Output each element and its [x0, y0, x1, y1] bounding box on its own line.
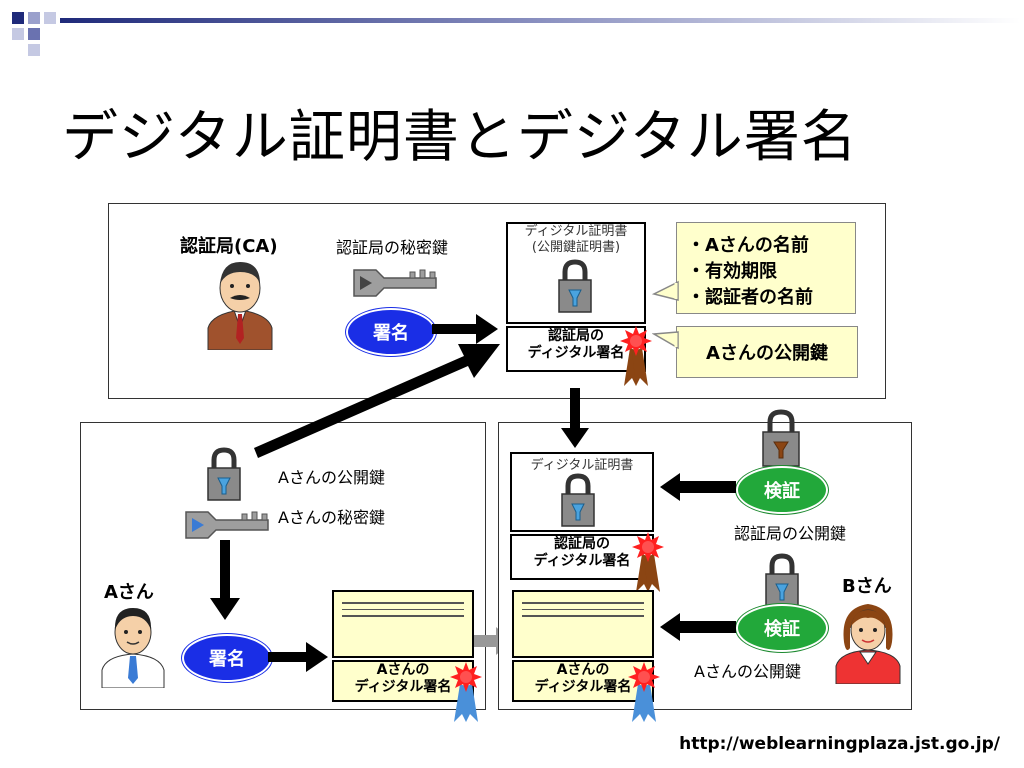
seal-icon: [628, 662, 660, 722]
a-digital-signature: Aさんの ディジタル署名: [332, 660, 474, 702]
arrow-left-icon: [660, 473, 736, 501]
a-document: [332, 590, 474, 658]
a-private-key-icon: [185, 511, 269, 539]
verify-a-button[interactable]: 検証: [736, 604, 828, 652]
cert-info-note: ・Aさんの名前 ・有効期限 ・認証者の名前: [676, 222, 856, 314]
info-item: ・Aさんの名前: [687, 235, 809, 256]
sig-line1: 認証局の: [548, 328, 604, 344]
cert-title: ディジタル証明書: [524, 224, 628, 239]
b-cert-signature: 認証局の ディジタル署名: [510, 534, 654, 580]
user-a-name: Aさん: [104, 582, 154, 603]
padlock-icon: [558, 259, 592, 313]
verify-ca-button[interactable]: 検証: [736, 466, 828, 514]
user-a-person-icon: [101, 608, 165, 688]
sig-line2: ディジタル署名: [527, 345, 625, 361]
padlock-icon: [561, 473, 595, 527]
sig-line2: ディジタル署名: [533, 553, 631, 569]
ca-private-key-label: 認証局の秘密鍵: [336, 238, 449, 257]
b-document: [512, 590, 654, 658]
cert-subtitle: (公開鍵証明書): [531, 240, 621, 255]
a-private-key-label: Aさんの秘密鍵: [278, 508, 385, 527]
note-pointer: [652, 280, 679, 301]
b-doc-signature: Aさんの ディジタル署名: [512, 660, 654, 702]
sig-line1: 認証局の: [554, 536, 610, 552]
ca-heading: 認証局(CA): [180, 236, 278, 257]
seal-icon: [632, 532, 664, 592]
cert-title: ディジタル証明書: [530, 458, 634, 473]
a-sign-button[interactable]: 署名: [182, 634, 272, 682]
padlock-icon: [762, 409, 800, 467]
seal-icon: [620, 326, 652, 386]
arrow-down-icon: [210, 540, 240, 620]
arrow-right-icon: [432, 314, 498, 344]
user-b-name: Bさん: [842, 576, 892, 597]
arrow-left-icon: [660, 613, 736, 641]
arrow-down-icon: [561, 388, 589, 448]
sig-line1: Aさんの: [376, 662, 430, 678]
slide-decoration: [12, 12, 1020, 56]
padlock-icon: [765, 553, 799, 607]
ca-person-icon: [207, 262, 273, 350]
pubkey-note: Aさんの公開鍵: [676, 326, 858, 378]
footer-url[interactable]: http://weblearningplaza.jst.go.jp/: [679, 734, 1000, 754]
sig-line1: Aさんの: [556, 662, 610, 678]
padlock-icon: [207, 447, 241, 501]
seal-icon: [450, 662, 482, 722]
ca-digital-signature: 認証局の ディジタル署名: [506, 326, 646, 372]
arrow-right-icon: [268, 642, 328, 672]
note-pointer: [652, 331, 679, 350]
arrow-up-right-icon: [254, 344, 500, 458]
b-a-pubkey-label: Aさんの公開鍵: [694, 662, 801, 681]
sig-line2: ディジタル署名: [354, 679, 452, 695]
sig-line2: ディジタル署名: [534, 679, 632, 695]
info-item: ・認証者の名前: [687, 287, 813, 308]
page-title: デジタル証明書とデジタル署名: [62, 105, 858, 170]
b-ca-pubkey-label: 認証局の公開鍵: [734, 524, 847, 543]
ca-private-key-icon: [353, 269, 437, 297]
a-public-key-label: Aさんの公開鍵: [278, 468, 385, 487]
user-b-person-icon: [835, 604, 901, 684]
info-item: ・有効期限: [687, 261, 777, 282]
